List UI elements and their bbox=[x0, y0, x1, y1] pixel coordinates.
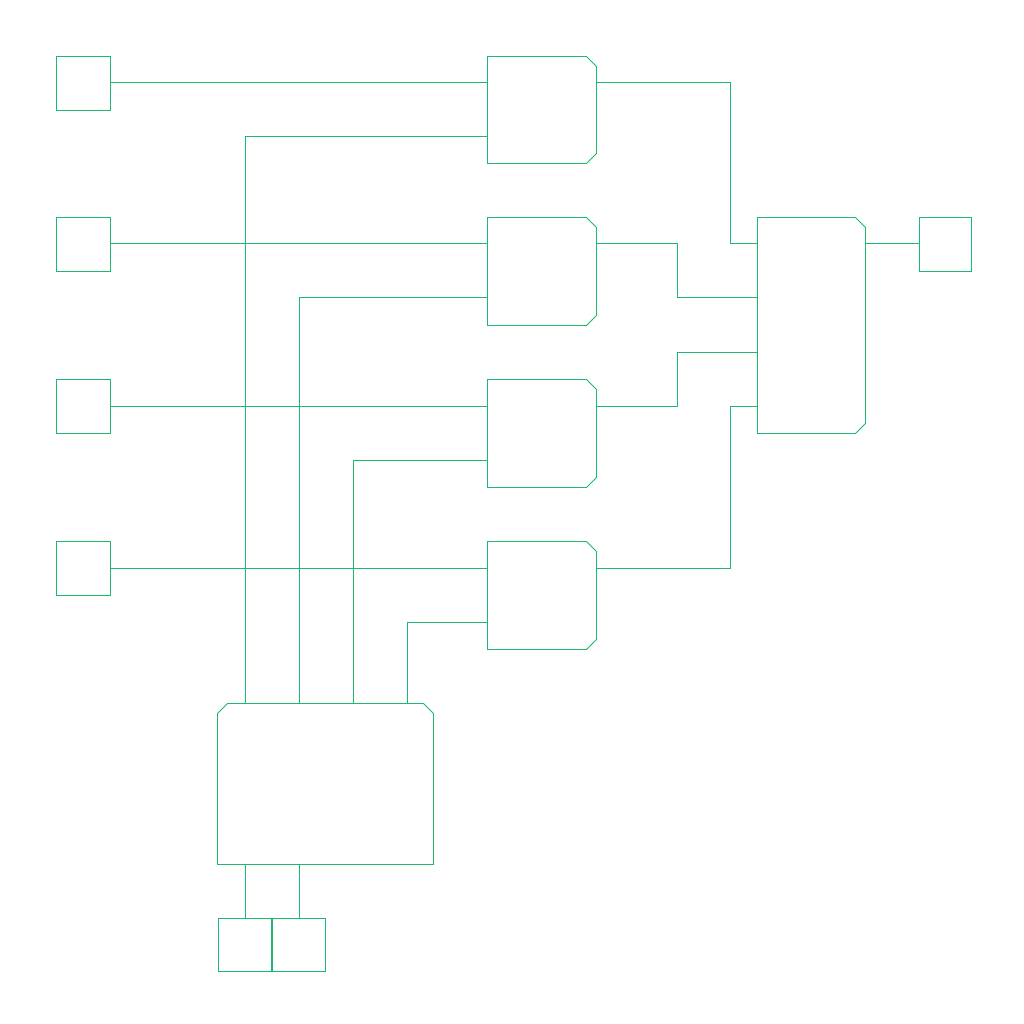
input-port-1 bbox=[56, 56, 111, 111]
gate-1 bbox=[487, 56, 597, 164]
wire-gate-4-to-combiner bbox=[596, 406, 758, 569]
wire-gate-2-to-combiner bbox=[596, 243, 758, 298]
input-port-4 bbox=[56, 541, 111, 596]
gate-4 bbox=[487, 541, 597, 650]
wire-controller-to-gate-1 bbox=[245, 136, 488, 704]
wire-controller-to-gate-2 bbox=[299, 297, 488, 704]
input-port-2 bbox=[56, 217, 111, 272]
output-port bbox=[919, 217, 972, 272]
controller-block bbox=[217, 703, 434, 865]
combiner-block bbox=[757, 217, 866, 434]
bottom-port-1 bbox=[218, 918, 272, 972]
gate-3 bbox=[487, 379, 597, 488]
wires bbox=[110, 82, 920, 919]
input-port-3 bbox=[56, 379, 111, 434]
wire-controller-to-gate-3 bbox=[353, 460, 488, 704]
bottom-port-2 bbox=[272, 918, 326, 972]
input-ports bbox=[56, 56, 111, 596]
wire-gate-1-to-combiner bbox=[596, 82, 758, 244]
gate-2 bbox=[487, 217, 597, 326]
wire-controller-to-gate-4 bbox=[407, 622, 488, 704]
wire-gate-3-to-combiner bbox=[596, 352, 758, 407]
bottom-ports bbox=[218, 918, 326, 972]
gate-blocks bbox=[487, 56, 597, 650]
